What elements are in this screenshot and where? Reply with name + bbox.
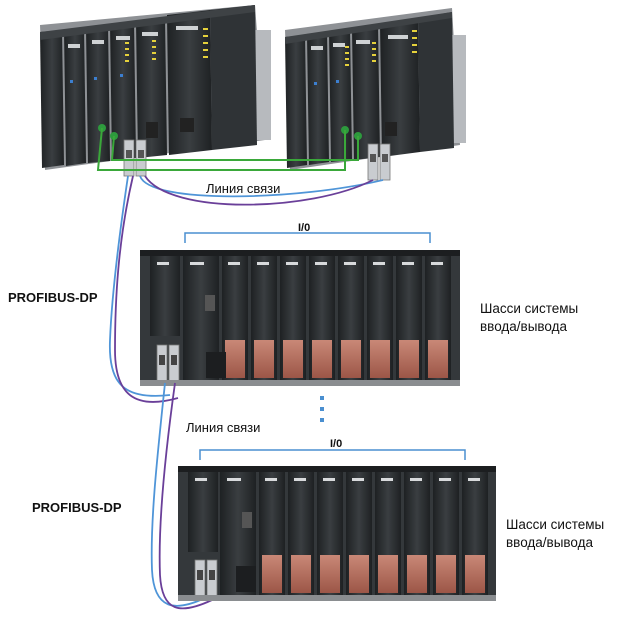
cable-green <box>96 127 359 171</box>
chassis-label-bottom: Шасси системы ввода/вывода <box>506 516 604 552</box>
chassis-label-bottom-line1: Шасси системы <box>506 517 605 532</box>
io-chassis-bottom <box>178 466 496 601</box>
controller-rack-left <box>40 5 271 177</box>
cable-blue <box>109 175 384 397</box>
io-label-bottom: I/0 <box>330 438 343 450</box>
io-label-top: I/0 <box>298 222 311 234</box>
chassis-label-top-line2: ввода/вывода <box>480 319 568 334</box>
profibus-label-top: PROFIBUS-DP <box>8 290 98 305</box>
cable-purple <box>114 175 374 403</box>
link-label-mid: Линия связи <box>186 420 261 435</box>
chassis-label-bottom-line2: ввода/вывода <box>506 535 594 550</box>
profibus-label-bottom: PROFIBUS-DP <box>32 500 122 515</box>
io-bracket-top <box>184 232 431 243</box>
chassis-label-top-line1: Шасси системы <box>480 301 579 316</box>
cable-lower <box>150 382 213 610</box>
controller-rack-right <box>285 8 466 181</box>
chassis-label-top: Шасси системы ввода/вывода <box>480 300 578 336</box>
link-label-top: Линия связи <box>206 181 281 196</box>
continuation-dots <box>320 396 324 422</box>
io-bracket-bottom <box>199 449 466 460</box>
io-chassis-top <box>140 250 460 386</box>
